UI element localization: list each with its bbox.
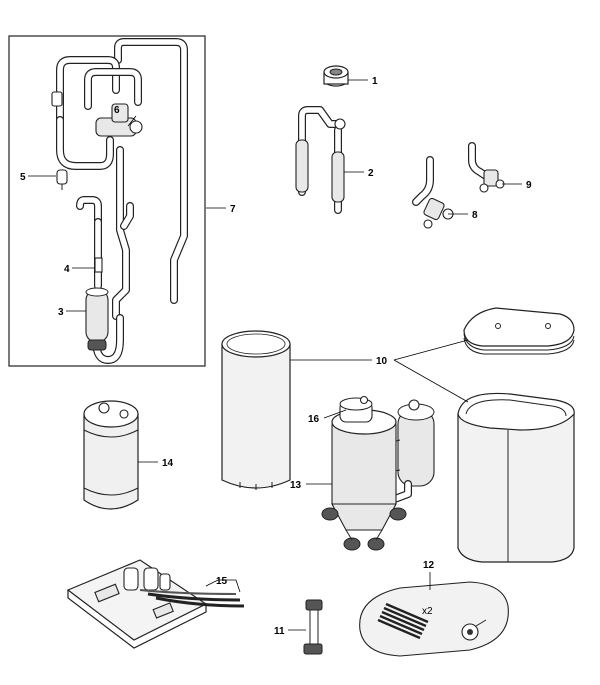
callout-1: 1	[372, 76, 378, 87]
callout-9: 9	[526, 180, 532, 191]
callout-16: 16	[308, 414, 320, 425]
piping-assembly	[51, 38, 188, 364]
callout-12: 12	[423, 560, 435, 571]
part-10-insulation-tube	[221, 330, 291, 490]
callout-14: 14	[162, 458, 174, 469]
part-4-fitting	[94, 257, 103, 273]
part-8-valve	[412, 156, 454, 229]
part-10-insulation-jacket	[457, 392, 575, 563]
part-3-filter	[85, 287, 109, 351]
callout-10: 10	[376, 356, 388, 367]
part-14-receiver	[83, 400, 139, 510]
callout-6: 6	[114, 105, 120, 116]
assembly-frame	[8, 35, 206, 367]
callout-4: 4	[64, 264, 70, 275]
part-16-terminal-cover	[339, 395, 373, 423]
callout-5: 5	[20, 172, 26, 183]
part-12-screw-kit	[359, 581, 509, 657]
callout-2: 2	[368, 168, 374, 179]
callout-15: 15	[216, 576, 228, 587]
kit-quantity-label: x2	[422, 606, 433, 617]
callout-11: 11	[274, 626, 285, 637]
part-2-service-tubes	[295, 106, 346, 214]
part-15-control-board	[66, 559, 245, 649]
part-11-connector	[303, 599, 323, 655]
callout-7: 7	[230, 204, 236, 215]
part-13-compressor	[321, 399, 435, 551]
callout-8: 8	[472, 210, 478, 221]
leader-lines	[28, 79, 522, 631]
part-5-cap	[56, 169, 68, 190]
callout-labels: 1 2 3 4 5 6 7 8 9 10 11 12 13 14 15 16 x…	[20, 76, 532, 637]
part-10-insulation-pad	[463, 307, 575, 355]
callout-3: 3	[58, 307, 64, 318]
part-1-nut	[323, 65, 349, 87]
part-9-valve	[468, 142, 505, 193]
callout-13: 13	[290, 480, 302, 491]
